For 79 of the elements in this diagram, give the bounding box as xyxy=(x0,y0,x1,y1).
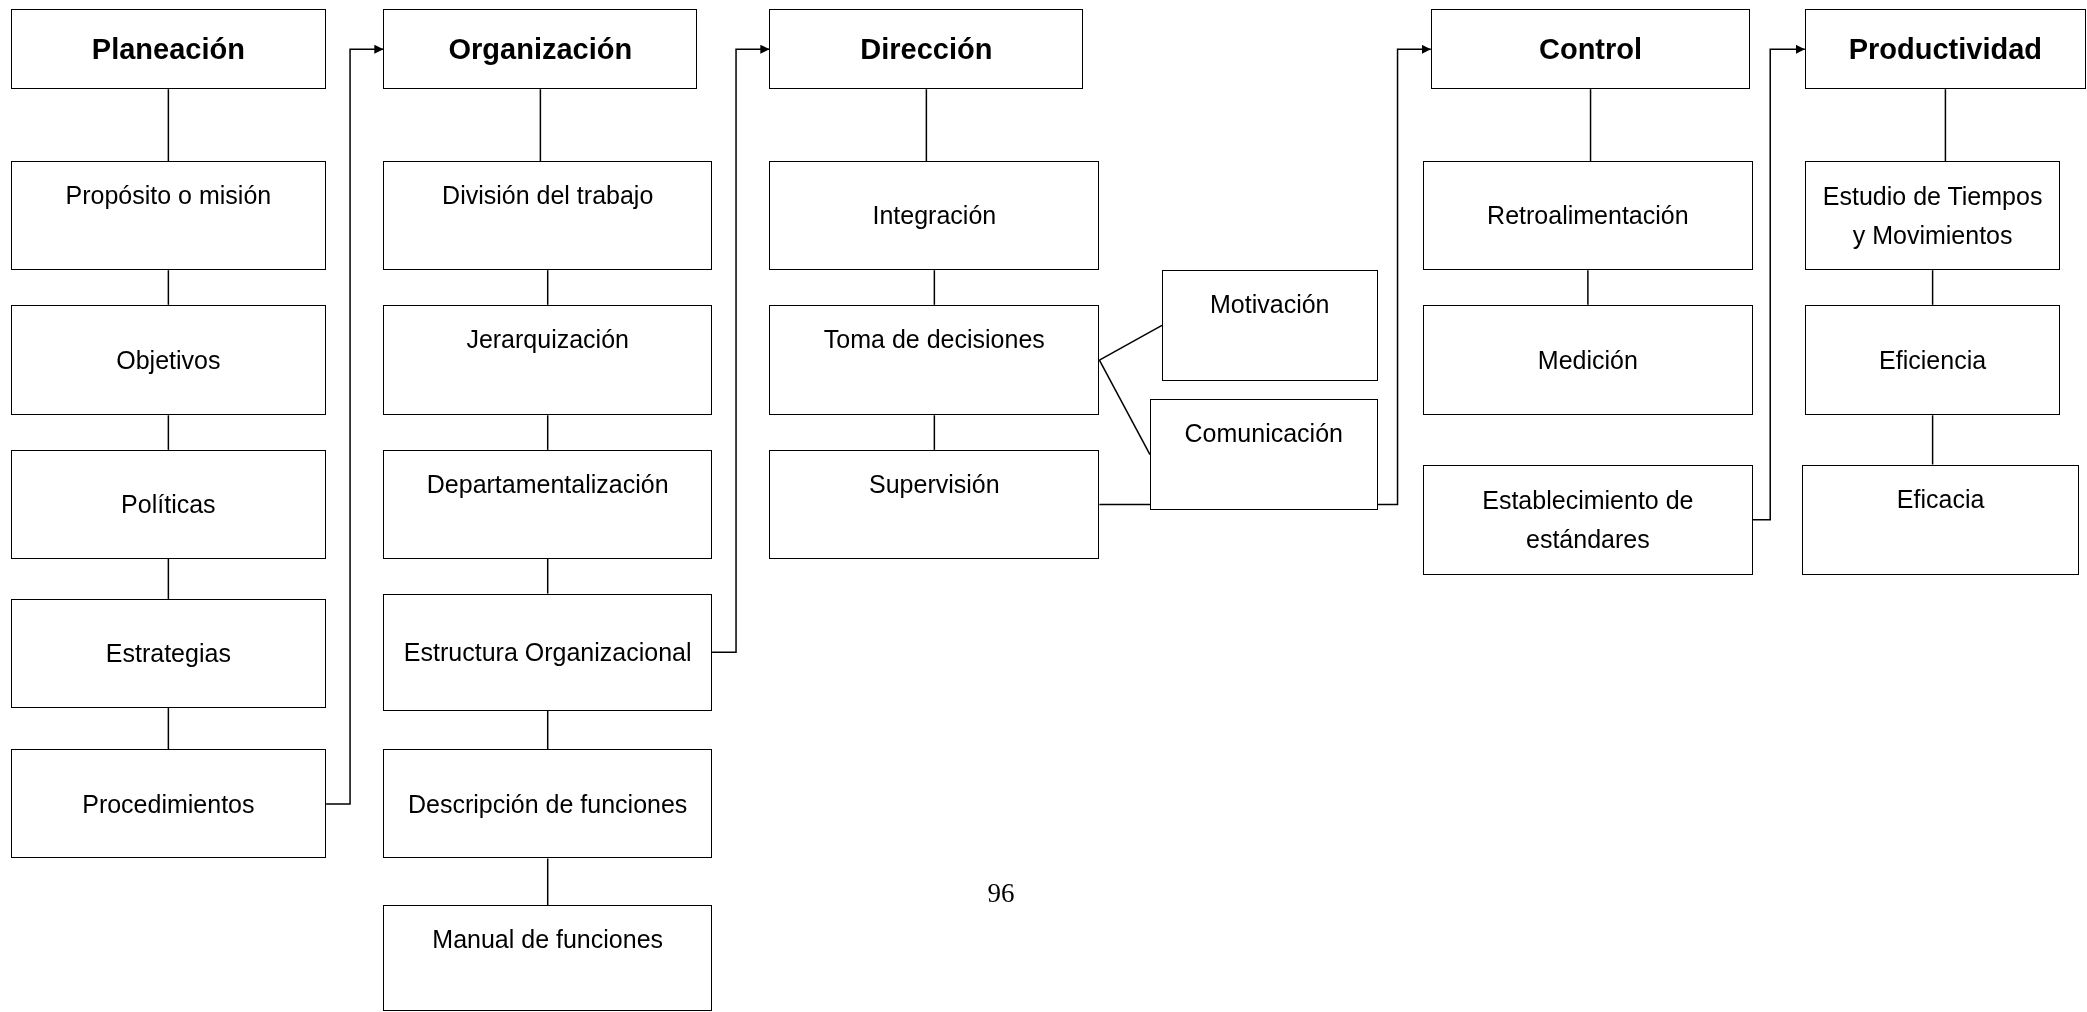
process-box xyxy=(1422,304,1753,416)
process-box xyxy=(383,905,713,1011)
header-box xyxy=(10,9,327,90)
box-label: Estrategias xyxy=(105,638,231,670)
header-box xyxy=(1804,9,2086,90)
box-label: Organización xyxy=(448,31,633,67)
process-box xyxy=(383,304,713,416)
connector-line xyxy=(546,710,549,751)
process-box xyxy=(10,161,327,271)
box-label: Departamentalización xyxy=(426,468,669,500)
connector-line xyxy=(546,414,549,451)
process-box xyxy=(383,593,713,711)
process-box xyxy=(383,449,713,559)
process-box xyxy=(1422,161,1753,271)
connector-line xyxy=(1587,269,1589,306)
connector-line xyxy=(167,88,170,162)
box-label: Comunicación xyxy=(1184,418,1343,450)
connector-line xyxy=(546,269,549,306)
box-label: Control xyxy=(1539,31,1643,67)
process-box xyxy=(769,449,1100,559)
process-box xyxy=(769,161,1100,271)
box-label: Jerarquización xyxy=(466,323,629,355)
connector-line xyxy=(167,269,170,306)
box-label: Medición xyxy=(1537,344,1638,376)
box-label: Retroalimentación xyxy=(1487,200,1689,232)
box-label: Políticas xyxy=(121,489,216,521)
box-label: Eficiencia xyxy=(1879,344,1987,376)
box-label: Manual de funciones xyxy=(432,924,664,956)
arrow xyxy=(1752,44,1806,521)
header-box xyxy=(769,9,1084,90)
process-box xyxy=(383,161,713,271)
box-label: División del trabajo xyxy=(442,180,654,212)
arrow xyxy=(325,44,385,805)
connector-line xyxy=(1931,269,1934,306)
process-box xyxy=(1804,161,2061,271)
box-label: Integración xyxy=(872,200,997,232)
connector-line xyxy=(546,558,549,595)
process-box xyxy=(1161,270,1378,381)
connector-line xyxy=(925,88,928,162)
box-label: Establecimiento de estándares xyxy=(1481,485,1695,555)
process-box xyxy=(10,598,327,709)
box-label: Descripción de funciones xyxy=(408,788,688,820)
box-label: Objetivos xyxy=(116,344,221,376)
box-label: Supervisión xyxy=(869,468,1000,500)
connector-line xyxy=(1098,359,1151,456)
connector-line xyxy=(167,558,170,600)
box-label: Motivación xyxy=(1210,289,1330,321)
box-label: Propósito o misión xyxy=(65,180,272,212)
box-label: Dirección xyxy=(860,31,993,67)
connector-line xyxy=(539,88,542,162)
page-number: 96 xyxy=(987,878,1015,910)
box-label: Planeación xyxy=(91,31,245,67)
header-box xyxy=(383,9,698,90)
box-label: Toma de decisiones xyxy=(823,323,1045,355)
box-label: Eficacia xyxy=(1896,483,1985,515)
process-box xyxy=(10,304,327,416)
connector-line xyxy=(546,857,549,906)
process-box xyxy=(383,749,713,859)
process-box xyxy=(1804,304,2061,416)
process-box xyxy=(1149,399,1378,510)
header-box xyxy=(1430,9,1751,90)
connector-line xyxy=(1589,88,1592,162)
connector-line xyxy=(167,707,170,751)
box-label: Estudio de Tiempos y Movimientos xyxy=(1821,180,2044,251)
connector-line xyxy=(1098,324,1163,361)
connector-line xyxy=(167,414,170,451)
connector-line xyxy=(1944,88,1947,162)
process-box xyxy=(1422,464,1753,575)
process-box xyxy=(769,304,1100,416)
process-box xyxy=(10,449,327,559)
connector-line xyxy=(1931,414,1934,466)
box-label: Estructura Organizacional xyxy=(403,636,692,668)
arrow xyxy=(711,44,771,653)
box-label: Procedimientos xyxy=(82,788,255,820)
connector-line xyxy=(933,269,936,306)
box-label: Productividad xyxy=(1848,31,2043,67)
process-box xyxy=(10,749,327,859)
process-box xyxy=(1802,464,2079,575)
connector-line xyxy=(933,414,936,451)
